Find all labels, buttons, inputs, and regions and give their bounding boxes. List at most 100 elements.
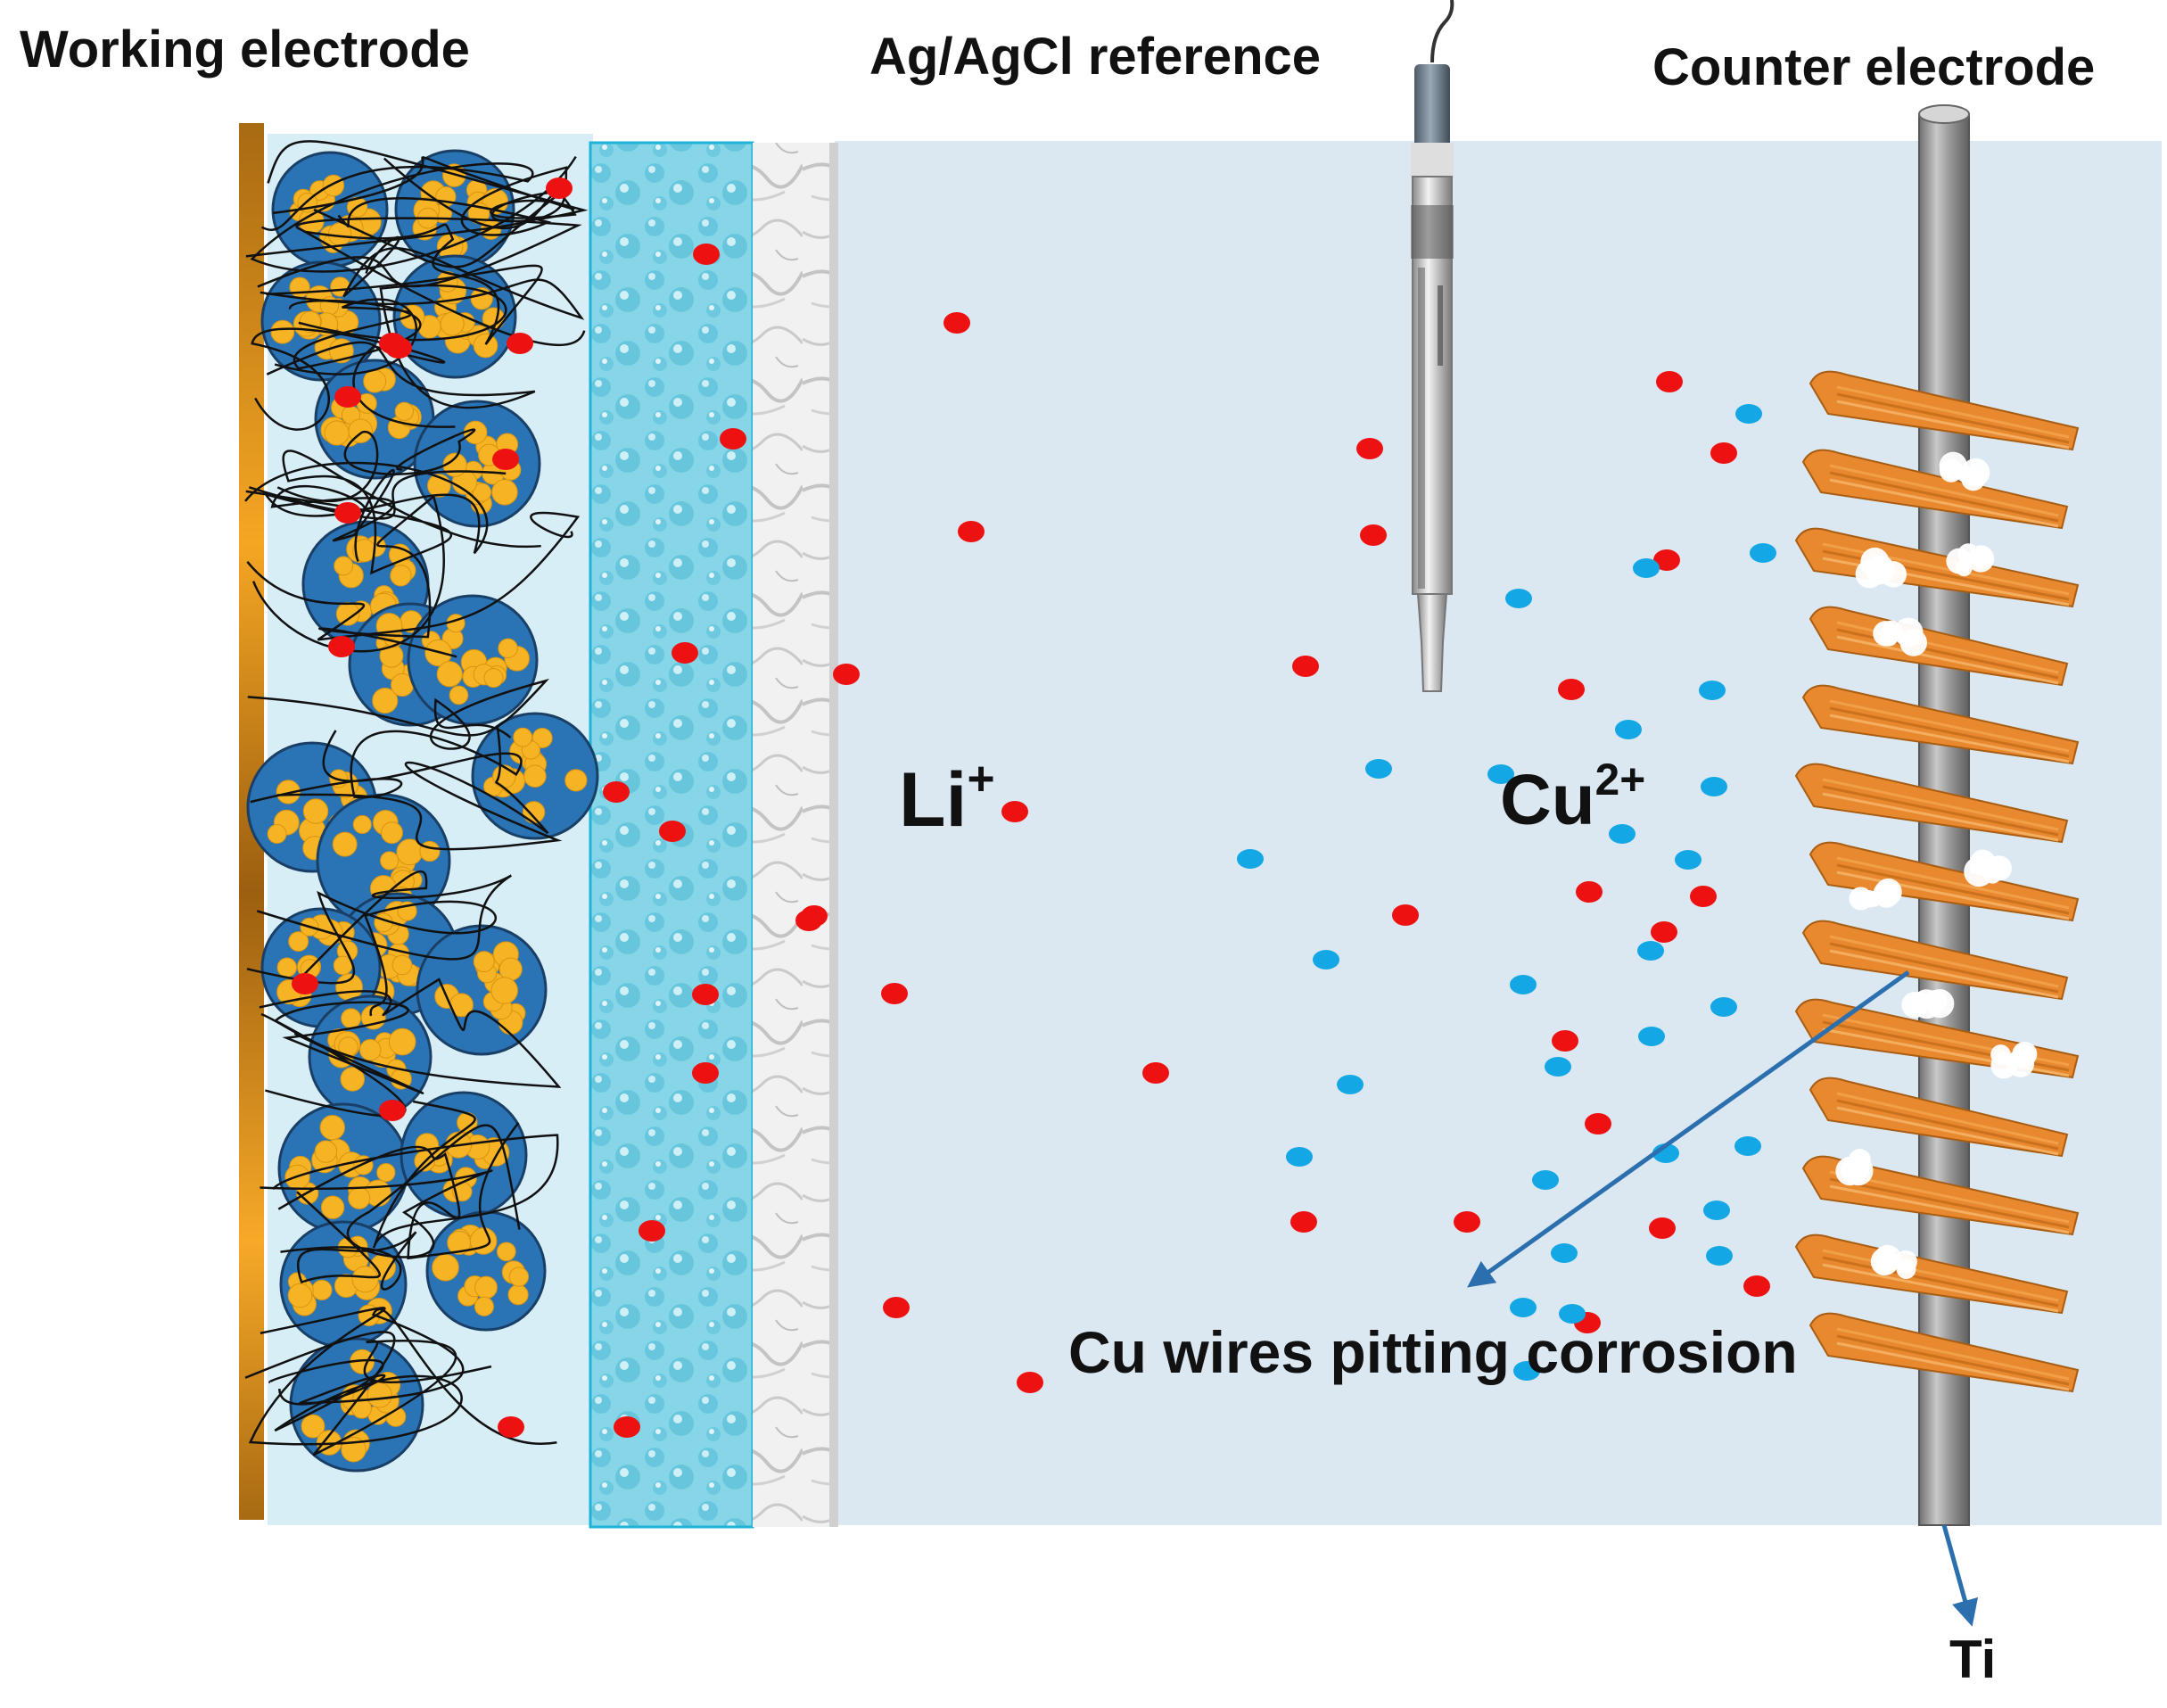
corrosion-pits (1835, 451, 2038, 1279)
working-electrode-label: Working electrode (20, 21, 470, 78)
cu-ion (1710, 997, 1737, 1017)
corrosion-pit (1835, 1149, 1874, 1186)
li-ion (1690, 886, 1717, 907)
counter-electrode-label: Counter electrode (1652, 38, 2096, 96)
li-ion (1454, 1211, 1480, 1233)
corrosion-pit (1946, 543, 1995, 577)
binder-fiber (278, 1308, 557, 1446)
li-ion (692, 1062, 719, 1084)
li-ion (1292, 656, 1319, 677)
li-ion (833, 664, 860, 685)
cu-ion (1675, 850, 1701, 870)
binder-fiber (244, 1331, 492, 1456)
cathode-particle (279, 1220, 408, 1349)
cu-ion (1609, 824, 1636, 844)
binder-fiber (272, 156, 577, 230)
li-ion (498, 1416, 524, 1438)
cu-ion-charge: 2+ (1594, 755, 1646, 805)
li-ion (1001, 801, 1028, 822)
li-ion (1649, 1217, 1676, 1239)
binder-fiber (256, 870, 512, 979)
binder-fiber (272, 1100, 559, 1249)
binder-fiber (246, 511, 581, 641)
coil-turn (1794, 763, 2069, 844)
coil-turn (1809, 841, 2080, 922)
li-ion (1651, 921, 1677, 943)
coil-turn (1809, 1312, 2080, 1393)
binder-fiber (277, 1122, 520, 1260)
li-ion (328, 636, 355, 657)
cathode-particle (308, 994, 433, 1119)
binder-fiber (259, 978, 562, 1088)
cu-ion (1313, 950, 1339, 970)
binder-fiber (260, 1124, 521, 1258)
coil-turn (1801, 684, 2080, 765)
binder-fiber (276, 428, 476, 502)
li-ion (1558, 679, 1585, 700)
li-ion (1142, 1062, 1169, 1084)
cu-ion (1510, 1298, 1537, 1317)
cu-ion (1510, 975, 1537, 994)
corrosion-pit (1870, 1244, 1917, 1279)
corrosion-label: Cu wires pitting corrosion (1068, 1319, 1798, 1385)
li-ion (1585, 1113, 1611, 1135)
li-ion (1392, 904, 1419, 926)
corrosion-pit (1990, 1041, 2038, 1079)
ions (292, 177, 1776, 1438)
cu-ion (1532, 1170, 1559, 1190)
cathode-particle (413, 400, 541, 528)
binder-fiber (257, 217, 586, 346)
cathode-particle (416, 924, 548, 1056)
corrosion-pit (1873, 617, 1928, 656)
corrosion-pit (1855, 547, 1907, 589)
li-ion (1360, 524, 1387, 546)
reference-electrode (1411, 0, 1454, 692)
coil-turn (1794, 1234, 2069, 1315)
lithium-foil (753, 143, 838, 1527)
binder-fiber (276, 725, 563, 851)
li-ion (720, 428, 746, 450)
corrosion-pit (1901, 988, 1955, 1019)
li-ion (379, 1100, 406, 1121)
li-ion-charge: + (967, 753, 995, 806)
li-ion (639, 1220, 665, 1242)
cu-ion (1505, 589, 1532, 608)
cu-ion-symbol: Cu (1500, 759, 1595, 839)
binder-fiber (280, 1191, 417, 1291)
coil-turn (1801, 449, 2069, 530)
li-ion (603, 781, 630, 803)
binder-fiber (250, 730, 523, 804)
cu-ion (1237, 849, 1264, 869)
ti-arrow (1941, 1524, 1979, 1627)
li-ion (334, 502, 361, 524)
binder-fiber (266, 284, 536, 409)
li-ion (1743, 1275, 1770, 1297)
cu-ion (1734, 1136, 1761, 1156)
li-ion (1552, 1030, 1578, 1052)
corrosion-pit (1964, 849, 2013, 887)
binder-fiber (251, 494, 457, 658)
li-ion (1653, 549, 1680, 571)
cu-ion (1699, 681, 1726, 700)
cu-ion (1706, 1246, 1733, 1266)
cu-ion (1513, 1361, 1540, 1381)
copper-wire-coil (1794, 370, 2080, 1393)
li-ion (672, 642, 698, 664)
ti-label: Ti (1949, 1630, 1997, 1689)
li-ion (546, 177, 573, 199)
cu-ion (1637, 941, 1664, 961)
binder-fiber (247, 678, 549, 750)
reference-label: Ag/AgCl reference (869, 28, 1322, 86)
li-ion (1290, 1211, 1317, 1233)
binder-fiber (251, 327, 456, 431)
li-ion (659, 821, 686, 842)
cu-ion (1365, 759, 1392, 779)
cu-ion (1551, 1243, 1578, 1263)
li-ion (1656, 371, 1683, 392)
binder-fiber (246, 890, 498, 1017)
cu-ion (1337, 1075, 1364, 1094)
li-ion-label: Li+ (899, 753, 995, 845)
cu-ion (1703, 1201, 1730, 1220)
binder-fiber (274, 298, 422, 375)
